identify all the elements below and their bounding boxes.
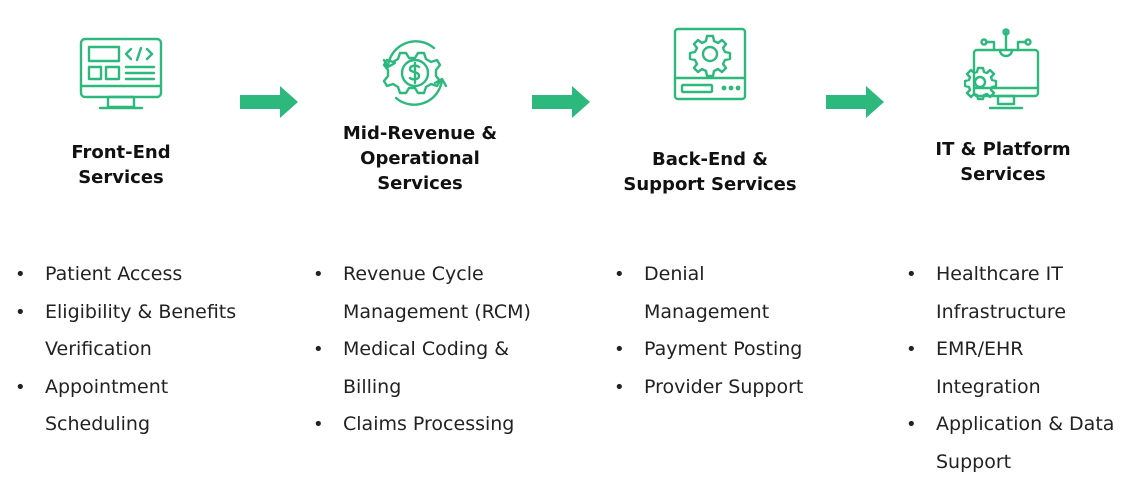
list-item: Patient Access xyxy=(15,256,275,294)
stage-title: Mid-Revenue & Operational Services xyxy=(300,121,540,196)
monitor-code-icon xyxy=(79,37,163,110)
arrow-right-icon xyxy=(826,86,884,118)
title-line: Front-End xyxy=(71,142,171,163)
title-line: Back-End & xyxy=(652,149,768,170)
title-line: Support Services xyxy=(623,174,797,195)
server-gear-icon xyxy=(673,27,747,101)
title-line: Services xyxy=(78,167,164,188)
title-line: Services xyxy=(960,164,1046,185)
list-item: Payment Posting xyxy=(614,331,854,369)
title-line: Services xyxy=(377,173,463,194)
stage-items: Patient Access Eligibility & BenefitsVer… xyxy=(15,256,275,444)
list-item: Medical Coding &Billing xyxy=(313,331,573,406)
list-item: Provider Support xyxy=(614,369,854,407)
list-item: Claims Processing xyxy=(313,406,573,444)
computer-circuit-gear-icon xyxy=(964,28,1040,110)
title-line: Operational xyxy=(360,148,480,169)
arrow-right-icon xyxy=(240,86,298,118)
stage-title: Back-End & Support Services xyxy=(590,147,830,197)
title-line: Mid-Revenue & xyxy=(342,123,498,144)
stage-title: Front-End Services xyxy=(0,140,242,190)
arrow-right-icon xyxy=(532,86,590,118)
title-line: IT & Platform xyxy=(935,139,1071,160)
dollar-gear-cycle-icon xyxy=(382,40,448,106)
stage-title: IT & Platform Services xyxy=(883,137,1123,187)
